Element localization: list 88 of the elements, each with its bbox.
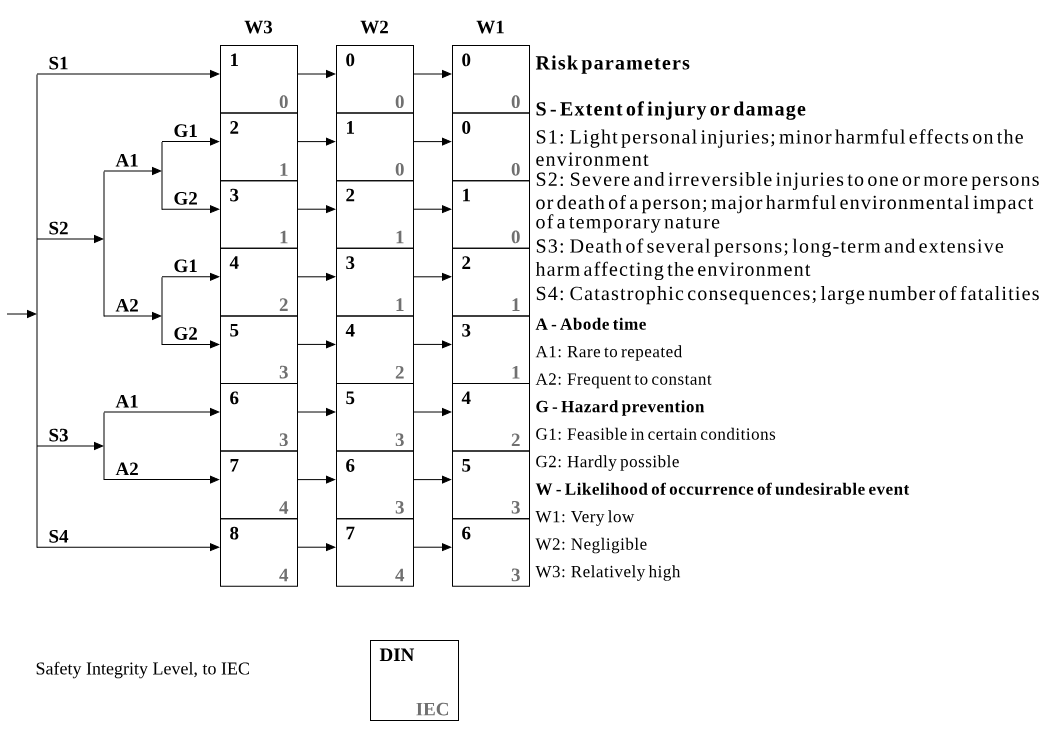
section-heading: G - Hazard prevention: [536, 400, 705, 416]
parameter-text: W3: Relatively high: [535, 565, 681, 581]
level-cell: 4 2: [220, 247, 298, 317]
arrow: [36, 235, 104, 243]
level-cell: 7 4: [336, 518, 414, 587]
section-heading: S - Extent of injury or damage: [536, 101, 806, 120]
parameter-text: W2: Negligible: [535, 537, 647, 554]
legend-box: DIN IEC: [370, 640, 459, 721]
level-cell: 8 4: [220, 518, 298, 587]
arrow: [413, 70, 452, 78]
arrow: [297, 205, 336, 214]
parameter-text: S2: Severe and irreversible injuries to one or more persons or death of a person; major harmful environmental impact of a temporary nature: [536, 171, 1039, 233]
level-cell: 0 0: [452, 45, 530, 114]
parameter-text: G1: Feasible in certain conditions: [536, 427, 776, 440]
level-cell: 3 1: [336, 247, 414, 317]
arrow: [413, 475, 452, 484]
arrow: [413, 272, 452, 281]
edge-label: A2: [114, 297, 140, 313]
level-cell: 5 3: [452, 450, 530, 520]
section-heading: W - Likelihood of occurrence of undesirable event: [535, 482, 910, 495]
level-cell: 4 2: [336, 315, 414, 384]
edge-label: S4: [47, 528, 70, 544]
arrow: [103, 312, 162, 320]
branch-line: [103, 412, 105, 481]
edge-label: A1: [114, 393, 140, 409]
level-cell: 4 2: [452, 383, 530, 452]
edge-label: G1: [172, 258, 199, 274]
branch-line: [103, 171, 105, 317]
level-cell: 1 0: [452, 180, 530, 249]
arrow: [413, 408, 452, 416]
arrow: [297, 340, 336, 349]
arrow: [413, 340, 452, 349]
arrow: [297, 70, 336, 78]
parameter-text: S3: Death of several persons; long-term and extensive harm affecting the environment: [535, 238, 1004, 281]
arrow: [161, 272, 220, 281]
branch-line: [161, 141, 163, 211]
edge-label: S3: [47, 427, 70, 443]
arrow: [297, 543, 336, 552]
level-cell: 3 1: [220, 180, 298, 249]
arrow: [297, 272, 336, 281]
arrow: [413, 543, 452, 552]
level-cell: 3 1: [452, 315, 530, 384]
level-cell: 5 3: [336, 383, 414, 452]
parameter-text: S1: Light personal injuries; minor harmful effects on the environment: [536, 129, 1023, 166]
arrow: [36, 442, 104, 450]
level-cell: 2 1: [336, 180, 414, 249]
edge-label: G2: [172, 190, 199, 206]
branch-line: [161, 276, 163, 346]
parameter-text: S4: Catastrophic consequences; large number of fatalities: [536, 285, 1039, 305]
arrow: [6, 310, 37, 318]
arrow: [413, 137, 452, 146]
edge-label: A2: [114, 461, 140, 477]
arrow: [161, 137, 220, 146]
arrow: [36, 543, 220, 552]
arrow: [297, 137, 336, 146]
level-cell: 1 0: [220, 45, 298, 114]
parameter-text: A1: Rare to repeated: [535, 345, 682, 361]
arrow: [161, 205, 220, 214]
arrow: [103, 408, 220, 416]
branch-line: [36, 74, 38, 549]
level-cell: 2 1: [452, 247, 530, 317]
edge-label: G1: [172, 123, 199, 139]
parameter-text: W1: Very low: [535, 510, 635, 526]
arrow: [36, 70, 220, 78]
level-cell: 6 3: [336, 450, 414, 520]
arrow: [297, 408, 336, 416]
arrow: [103, 475, 220, 484]
section-heading: A - Abode time: [535, 317, 646, 330]
edge-label: S1: [47, 55, 70, 71]
panel-title: Risk parameters: [535, 55, 690, 74]
level-cell: 1 0: [336, 112, 414, 182]
level-cell: 6 3: [452, 518, 530, 587]
arrow: [297, 475, 336, 484]
edge-label: S2: [47, 220, 70, 236]
level-cell: 6 3: [220, 383, 298, 452]
parameter-text: A2: Frequent to constant: [535, 373, 712, 389]
level-cell: 5 3: [220, 315, 298, 384]
edge-label: A1: [114, 152, 140, 168]
arrow: [161, 340, 220, 349]
arrow: [413, 205, 452, 214]
parameter-text: G2: Hardly possible: [536, 455, 679, 471]
arrow: [103, 167, 162, 175]
level-cell: 0 0: [452, 112, 530, 182]
level-cell: 2 1: [220, 112, 298, 182]
edge-label: G2: [172, 326, 199, 341]
caption-text: Safety Integrity Level, to IEC: [36, 661, 249, 679]
level-cell: 7 4: [220, 450, 298, 520]
level-cell: 0 0: [336, 45, 414, 114]
